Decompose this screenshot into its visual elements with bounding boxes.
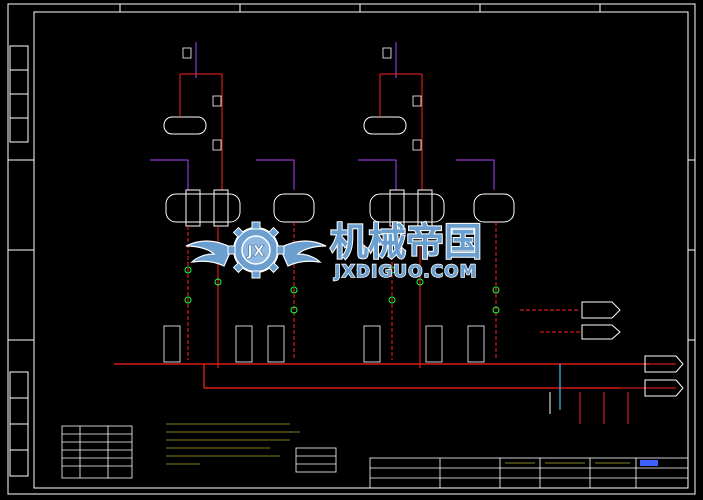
feed-lines bbox=[150, 159, 495, 190]
top-vessel-left bbox=[163, 116, 207, 135]
wing-right-icon bbox=[279, 240, 327, 267]
branch-manifolds bbox=[163, 325, 485, 363]
instrument-tags-top bbox=[182, 47, 422, 151]
watermark: JX 机械帝国 JXDIGUO.COM bbox=[185, 219, 483, 283]
brand-chinese: 机械帝国 bbox=[330, 220, 482, 264]
main-header bbox=[114, 363, 650, 410]
notes-block bbox=[166, 423, 300, 465]
exchanger-units bbox=[165, 189, 515, 227]
offpage-connectors bbox=[520, 301, 684, 397]
title-block-fills bbox=[505, 460, 658, 466]
lower-drops bbox=[549, 392, 629, 424]
gear-logo-icon: JX bbox=[227, 221, 285, 279]
process-legs bbox=[187, 222, 497, 368]
legend-table bbox=[61, 425, 133, 479]
title-block bbox=[369, 457, 689, 489]
valve-cluster bbox=[184, 266, 500, 314]
drawing-frame bbox=[7, 3, 696, 495]
revision-table bbox=[295, 447, 337, 473]
logo-letters: JX bbox=[246, 242, 265, 260]
top-vessel-right bbox=[363, 116, 407, 135]
brand-english: JXDIGUO.COM bbox=[333, 262, 477, 282]
wing-left-icon bbox=[185, 240, 233, 267]
inlet-risers bbox=[179, 42, 423, 190]
